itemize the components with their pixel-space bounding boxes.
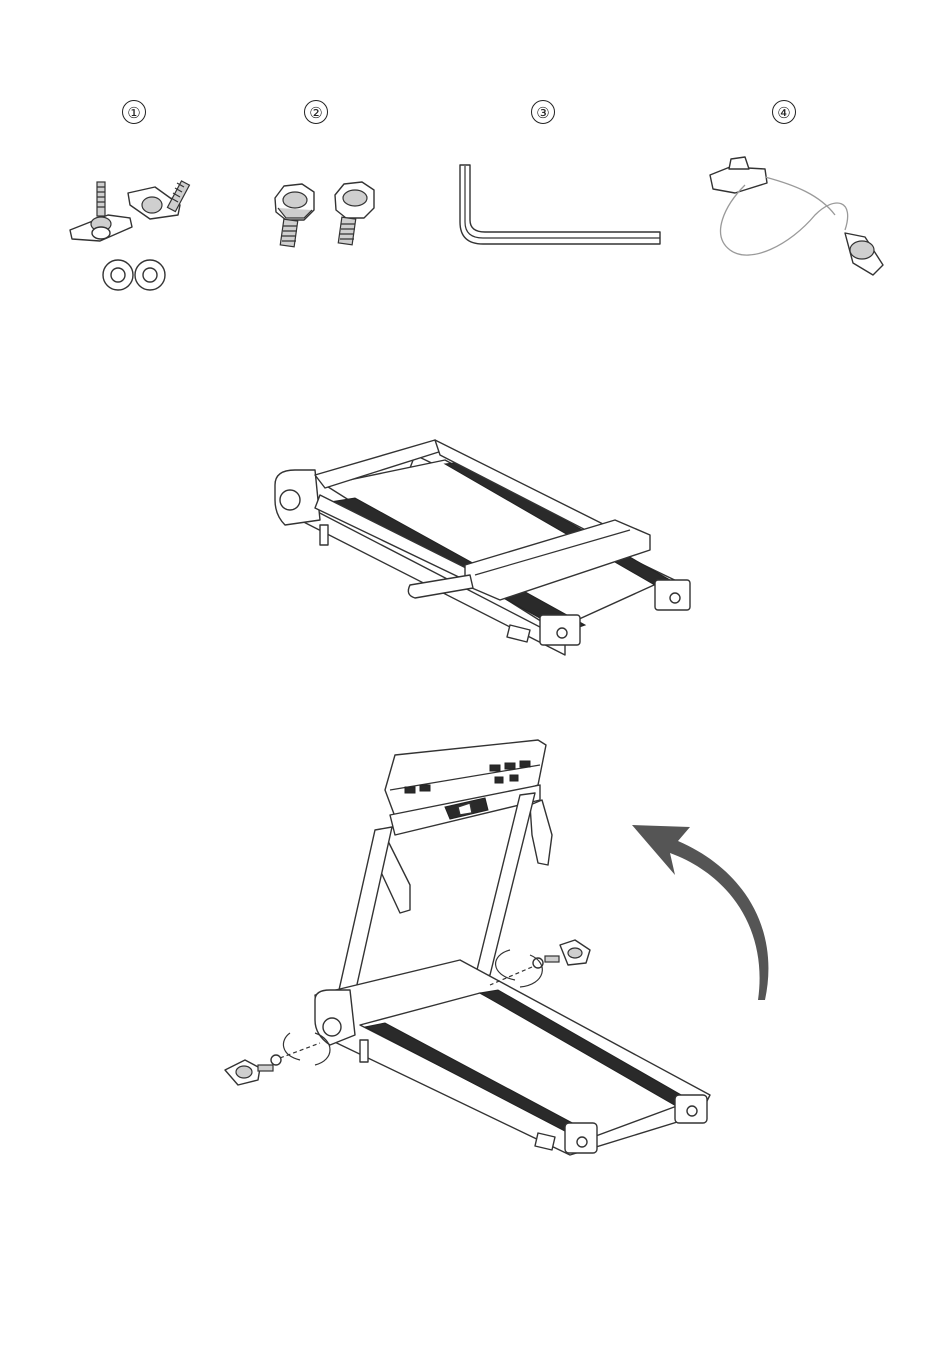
part-number-4: ④ <box>768 96 800 128</box>
part-number-2: ② <box>300 96 332 128</box>
part-number-3: ③ <box>527 96 559 128</box>
allen-key-icon <box>455 160 670 250</box>
knob-bolt-icon <box>270 180 390 250</box>
safety-key-icon <box>705 155 895 280</box>
unfolded-treadmill-icon <box>220 735 790 1165</box>
part-number-1: ① <box>118 96 150 128</box>
folded-treadmill-icon <box>265 430 695 660</box>
wing-bolt-and-washer-icon <box>60 175 210 300</box>
